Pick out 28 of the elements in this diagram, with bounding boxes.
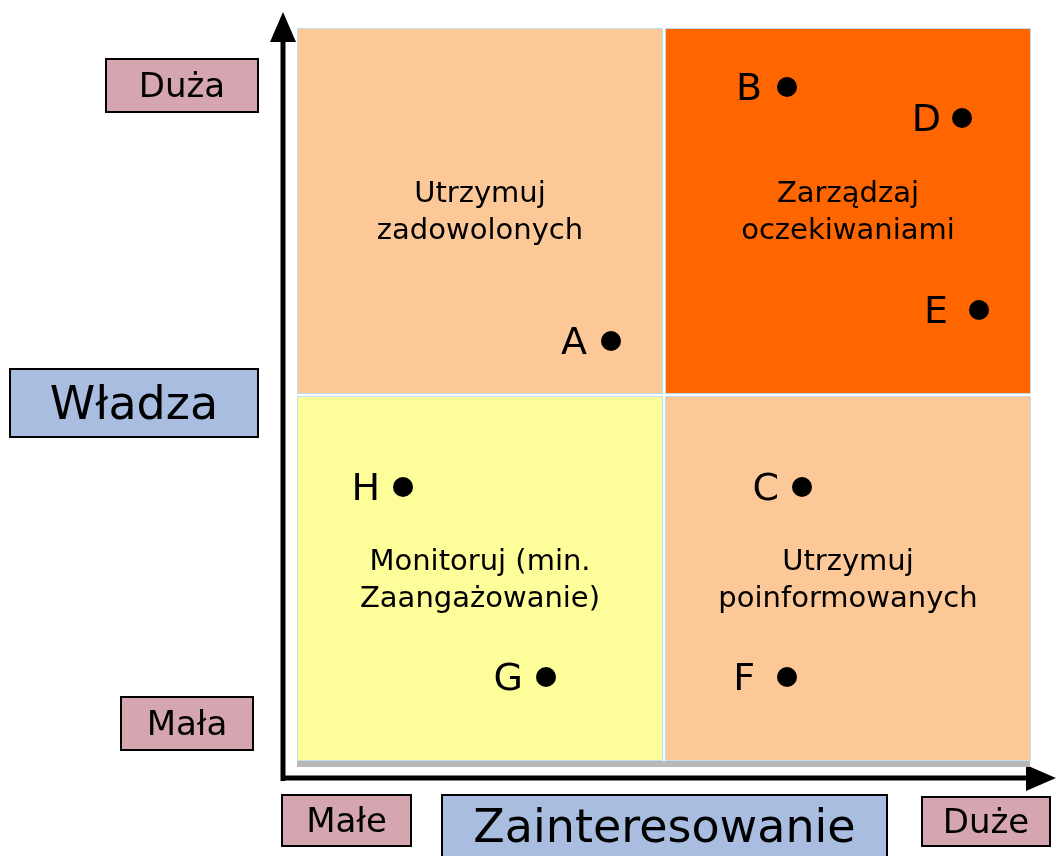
quadrant-box — [665, 396, 1031, 761]
quadrant-label: Zarządzaj oczekiwaniami — [740, 174, 956, 248]
axis-label: Zainteresowanie — [473, 800, 856, 852]
quadrant-label: Monitoruj (min. Zaangażowanie) — [359, 541, 601, 616]
axis-label-box — [120, 696, 254, 751]
axis-label-box — [281, 794, 412, 847]
point-label: H — [351, 467, 380, 507]
point-label: C — [752, 467, 779, 507]
axis-label-box — [921, 796, 1051, 847]
point-label: G — [493, 657, 523, 697]
axis-label: Władza — [49, 377, 219, 429]
axis-label: Mała — [146, 704, 228, 743]
point-label: F — [733, 657, 755, 697]
quadrant-label: Utrzymuj poinformowanych — [717, 541, 979, 616]
point-label: B — [735, 67, 762, 107]
axis-label: Duża — [138, 66, 226, 105]
axis-label-box — [9, 368, 259, 438]
axis-label: Małe — [306, 801, 387, 840]
point-label: D — [911, 98, 941, 138]
quadrant-box — [297, 28, 663, 394]
point-label: A — [561, 321, 587, 361]
quadrant-box — [297, 396, 663, 761]
quadrant-label: Utrzymuj zadowolonych — [375, 174, 585, 248]
quadrant-box — [665, 28, 1031, 394]
axis-label-box — [441, 794, 888, 856]
axis-label-box — [105, 58, 259, 113]
point-label: E — [924, 290, 948, 330]
axis-label: Duże — [942, 802, 1030, 841]
